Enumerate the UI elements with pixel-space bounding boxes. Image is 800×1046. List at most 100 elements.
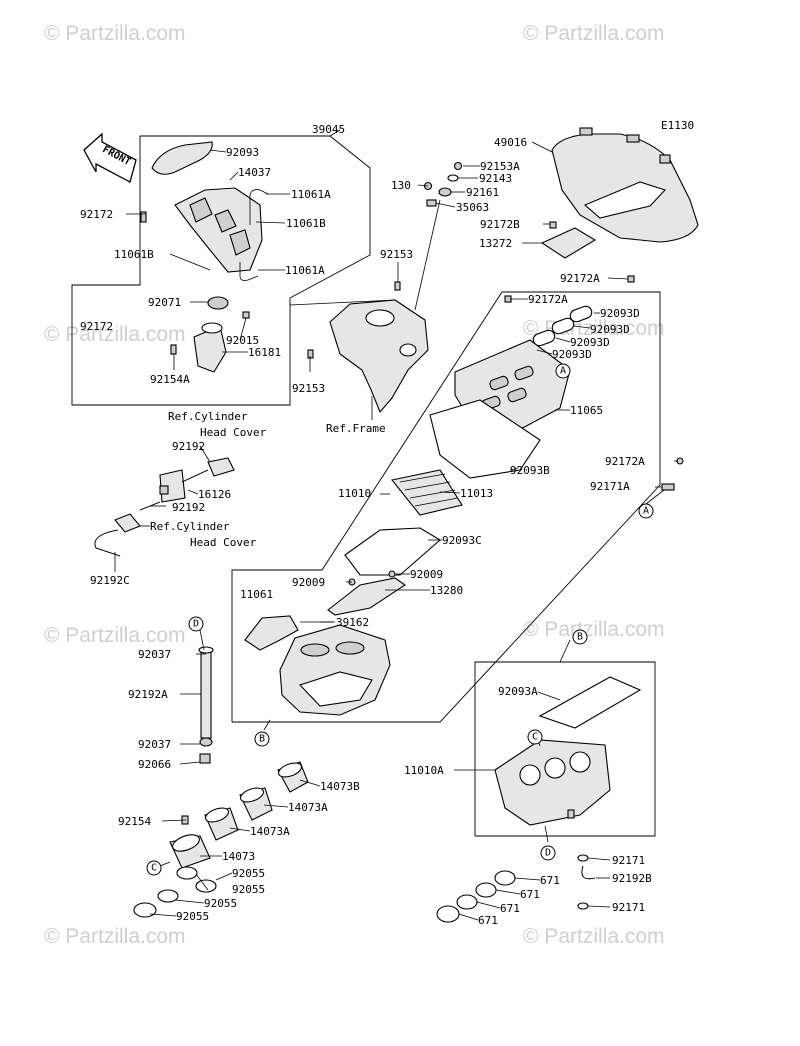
part-label: 35063 xyxy=(456,201,489,214)
watermark: © Partzilla.com xyxy=(44,624,186,647)
part-label: 11065 xyxy=(570,404,603,417)
hose-92192A xyxy=(198,646,214,764)
ref-marker-b: B xyxy=(259,734,265,745)
part-label: 92171 xyxy=(612,854,645,867)
watermark: © Partzilla.com xyxy=(523,22,665,45)
part-13272 xyxy=(540,227,597,259)
part-label: 92093A xyxy=(498,685,538,698)
part-label: 92093D xyxy=(600,307,640,320)
crankcase-breather-assembly xyxy=(140,141,269,373)
drawing-code: E1130 xyxy=(661,119,694,132)
part-label: 11061B xyxy=(286,217,326,230)
watermark: © Partzilla.com xyxy=(523,925,665,948)
part-label: 92153A xyxy=(480,160,520,173)
part-label: 92055 xyxy=(176,910,209,923)
part-label: 92009 xyxy=(292,576,325,589)
part-label: 92093D xyxy=(590,323,630,336)
part-label: 92071 xyxy=(148,296,181,309)
part-14037 xyxy=(174,187,263,273)
o-rings-92055 xyxy=(133,866,217,918)
part-label: 92192 xyxy=(172,501,205,514)
part-label: 13272 xyxy=(479,237,512,250)
part-label: 92055 xyxy=(232,867,265,880)
part-label: 92143 xyxy=(479,172,512,185)
part-label: 671 xyxy=(478,914,498,927)
part-label: 92171A xyxy=(590,480,630,493)
ref-label: Head Cover xyxy=(200,426,267,439)
watermark: © Partzilla.com xyxy=(44,925,186,948)
part-label: 11061 xyxy=(240,588,273,601)
watermark: © Partzilla.com xyxy=(44,22,186,45)
part-label: 92153 xyxy=(292,382,325,395)
part-label: 92093D xyxy=(570,336,610,349)
part-label: 92172B xyxy=(480,218,520,231)
part-label: 92192A xyxy=(128,688,168,701)
front-arrow-icon: FRONT xyxy=(83,132,137,183)
ref-marker-c: C xyxy=(532,732,538,743)
part-label: 92015 xyxy=(226,334,259,347)
part-label: 92192 xyxy=(172,440,205,453)
part-label: 92093B xyxy=(510,464,550,477)
part-label: 92154A xyxy=(150,373,190,386)
fasteners-top xyxy=(423,161,635,303)
gasket-92093B xyxy=(429,399,541,479)
part-label: 92009 xyxy=(410,568,443,581)
part-label: 92037 xyxy=(138,648,171,661)
ref-marker-c: C xyxy=(151,863,157,874)
ref-label: Ref.Cylinder xyxy=(168,410,248,423)
leader-lines xyxy=(114,141,678,921)
part-label: 130 xyxy=(391,179,411,192)
part-label: 11061A xyxy=(291,188,331,201)
part-label: 92093 xyxy=(226,146,259,159)
part-label: 14073 xyxy=(222,850,255,863)
part-label: 92172 xyxy=(80,320,113,333)
part-label: 11010A xyxy=(404,764,444,777)
part-label: 16181 xyxy=(248,346,281,359)
air-cover-49016 xyxy=(551,127,699,243)
part-92071 xyxy=(207,296,229,310)
part-label: 11061B xyxy=(114,248,154,261)
part-label: 92172A xyxy=(605,455,645,468)
ref-marker-d: D xyxy=(193,619,199,630)
ref-frame-label: Ref.Frame xyxy=(326,422,386,435)
part-label: 92055 xyxy=(204,897,237,910)
part-label: 92172A xyxy=(560,272,600,285)
part-label: 14037 xyxy=(238,166,271,179)
part-label: 92171 xyxy=(612,901,645,914)
part-label: 49016 xyxy=(494,136,527,149)
part-label: 92093D xyxy=(552,348,592,361)
part-label: 11061A xyxy=(285,264,325,277)
ref-marker-a: A xyxy=(643,506,649,517)
hose-92192B xyxy=(577,854,596,910)
part-label: 671 xyxy=(520,888,540,901)
part-label: 92172 xyxy=(80,208,113,221)
part-label: 14073B xyxy=(320,780,360,793)
ref-marker-d: D xyxy=(545,848,551,859)
part-number-labels: 39045 92093 14037 11061A 92172 11061B 11… xyxy=(80,123,652,927)
part-13280 xyxy=(327,577,406,616)
housing-11010A xyxy=(494,739,611,826)
assembly-outlines xyxy=(71,129,661,837)
part-11061 xyxy=(244,615,299,651)
watermark: © Partzilla.com xyxy=(44,323,186,346)
part-label: 39162 xyxy=(336,616,369,629)
part-label: 92172A xyxy=(528,293,568,306)
part-label: 11010 xyxy=(338,487,371,500)
element-11013 xyxy=(391,469,463,516)
breather-hoses xyxy=(94,457,235,557)
part-label: 671 xyxy=(540,874,560,887)
part-label: 92093C xyxy=(442,534,482,547)
part-label: 92192B xyxy=(612,872,652,885)
part-label: 671 xyxy=(500,902,520,915)
ref-label: Ref.Cylinder xyxy=(150,520,230,533)
reference-markers: A A B B C C D D xyxy=(146,363,654,876)
part-label: 92192C xyxy=(90,574,130,587)
part-label: 14073A xyxy=(288,801,328,814)
part-label: 13280 xyxy=(430,584,463,597)
part-label: 14073A xyxy=(250,825,290,838)
ref-marker-a: A xyxy=(560,366,566,377)
part-92093 xyxy=(151,141,213,175)
part-label: 11013 xyxy=(460,487,493,500)
